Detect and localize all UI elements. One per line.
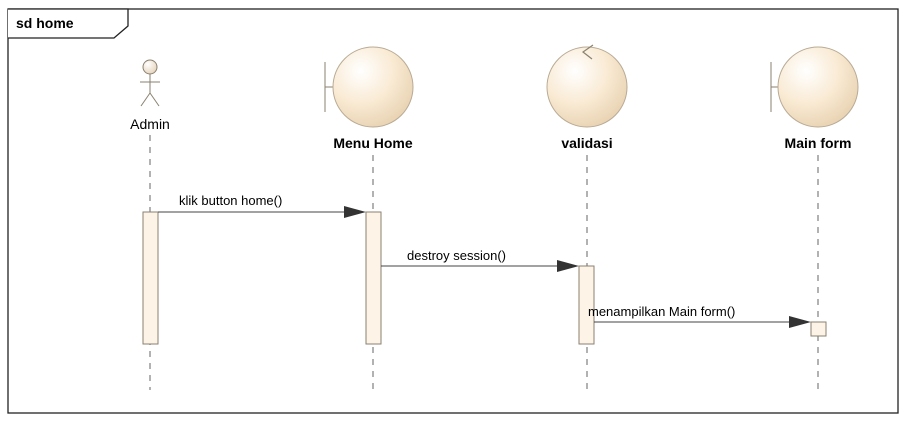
message-label: menampilkan Main form()	[588, 304, 735, 319]
lifeline-dashes	[149, 135, 819, 390]
message-3: menampilkan Main form()	[588, 304, 811, 328]
lifeline-menu-home: Menu Home	[324, 46, 414, 151]
message-label: klik button home()	[179, 193, 282, 208]
actor-admin: Admin	[130, 59, 170, 132]
message-1: klik button home()	[158, 193, 366, 218]
message-2: destroy session()	[381, 248, 579, 272]
control-icon	[546, 46, 628, 128]
actor-head	[142, 59, 158, 75]
boundary-icon	[777, 46, 859, 128]
activation-main-form	[810, 321, 827, 337]
arrow-head-icon	[557, 260, 579, 272]
activation-menu-home	[365, 211, 382, 345]
lifeline-label-validasi: validasi	[561, 135, 612, 151]
arrow-head-icon	[344, 206, 366, 218]
lifeline-label-menu-home: Menu Home	[333, 135, 413, 151]
sd-frame: sd home	[7, 8, 899, 414]
activations	[142, 211, 827, 345]
actor-label: Admin	[130, 116, 170, 132]
arrow-head-icon	[789, 316, 811, 328]
message-label: destroy session()	[407, 248, 506, 263]
lifeline-main-form: Main form	[770, 46, 859, 151]
activation-validasi	[578, 265, 595, 345]
lifeline-validasi: validasi	[546, 44, 628, 151]
boundary-icon	[332, 46, 414, 128]
lifeline-label-main-form: Main form	[785, 135, 852, 151]
activation-admin	[142, 211, 159, 345]
frame-title: sd home	[16, 15, 74, 31]
